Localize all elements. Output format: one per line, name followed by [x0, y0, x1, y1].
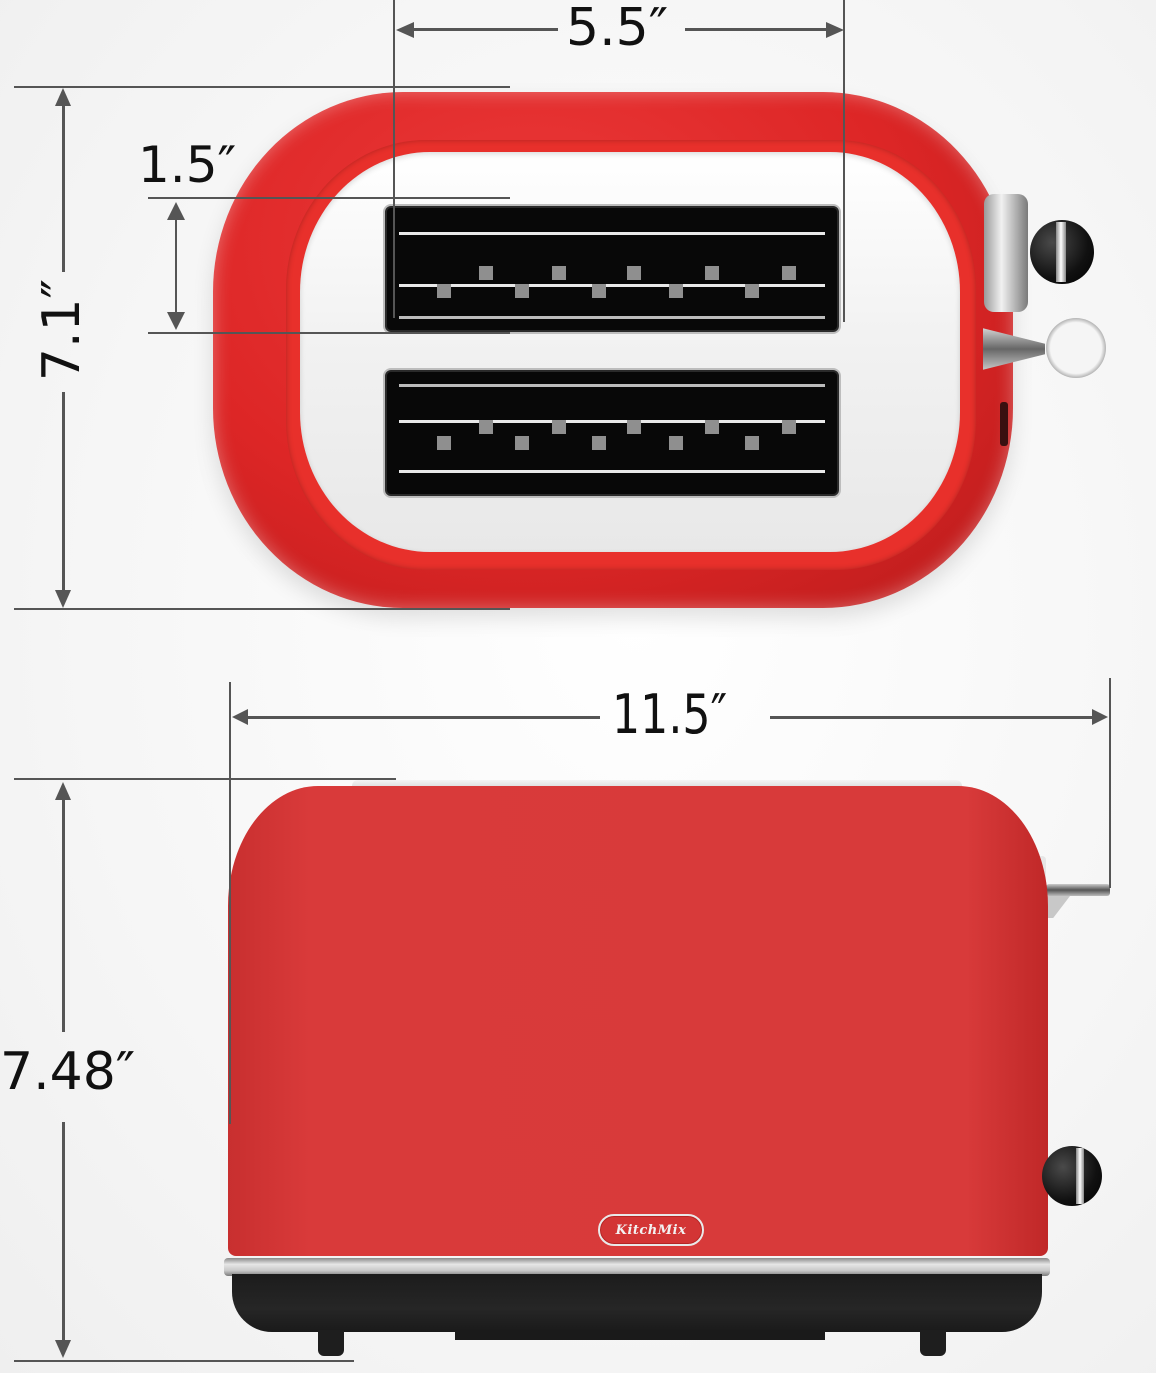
arrow-up-icon [55, 782, 71, 800]
dimension-line [175, 216, 177, 312]
cancel-lever-cone [983, 328, 1045, 370]
foot [318, 1330, 344, 1356]
arrow-down-icon [167, 312, 185, 330]
lever-handle-side[interactable] [1046, 884, 1110, 896]
brand-logo: KitchMix [615, 1222, 687, 1238]
arrow-down-icon [55, 1340, 71, 1358]
arrow-right-icon [826, 22, 844, 38]
toaster-base [232, 1274, 1042, 1332]
overall-width-label: 11.5″ [612, 683, 728, 746]
brand-badge: KitchMix [598, 1214, 704, 1246]
foot [920, 1330, 946, 1356]
dimension-line [62, 1122, 65, 1342]
slot-length-label: 5.5″ [566, 0, 669, 58]
toaster-side-body [228, 786, 1048, 1256]
dimension-line [410, 28, 558, 31]
chrome-trim [224, 1258, 1050, 1276]
side-button[interactable] [1000, 402, 1008, 446]
depth-label: 7.1″ [32, 278, 92, 382]
dimension-line [62, 392, 65, 590]
dimension-line [244, 716, 600, 719]
lever-handle[interactable] [1046, 318, 1106, 378]
extension-line-right [843, 0, 845, 322]
extension-line-right [1109, 678, 1111, 888]
extension-line-top [14, 86, 510, 88]
slot-width-label: 1.5″ [138, 136, 237, 194]
dimension-line [770, 716, 1095, 719]
bread-slot-2 [385, 370, 839, 496]
dimension-line [685, 28, 830, 31]
cord-storage [455, 1330, 825, 1340]
arrow-up-icon [167, 202, 185, 220]
arrow-up-icon [55, 88, 71, 106]
bread-slot-1 [385, 206, 839, 332]
extension-line-bottom [14, 1360, 354, 1362]
extension-line-bottom [14, 608, 510, 610]
dimension-line [62, 104, 65, 272]
arrow-left-icon [232, 709, 248, 725]
lever-bracket [1046, 896, 1070, 918]
extension-line-slot-top [148, 197, 510, 199]
arrow-right-icon [1092, 709, 1108, 725]
extension-line-slot-bottom [148, 332, 510, 334]
arrow-left-icon [396, 22, 414, 38]
knob-band [1076, 1148, 1084, 1204]
browning-knob-side[interactable] [1042, 1146, 1102, 1206]
dimension-line [62, 798, 65, 1032]
height-label: 7.48″ [0, 1042, 136, 1102]
extension-line-left [229, 682, 231, 1124]
arrow-down-icon [55, 590, 71, 608]
extension-line-top [14, 778, 396, 780]
knob-band [1056, 222, 1066, 282]
extension-line-left [393, 0, 395, 318]
lever-housing [984, 194, 1028, 312]
